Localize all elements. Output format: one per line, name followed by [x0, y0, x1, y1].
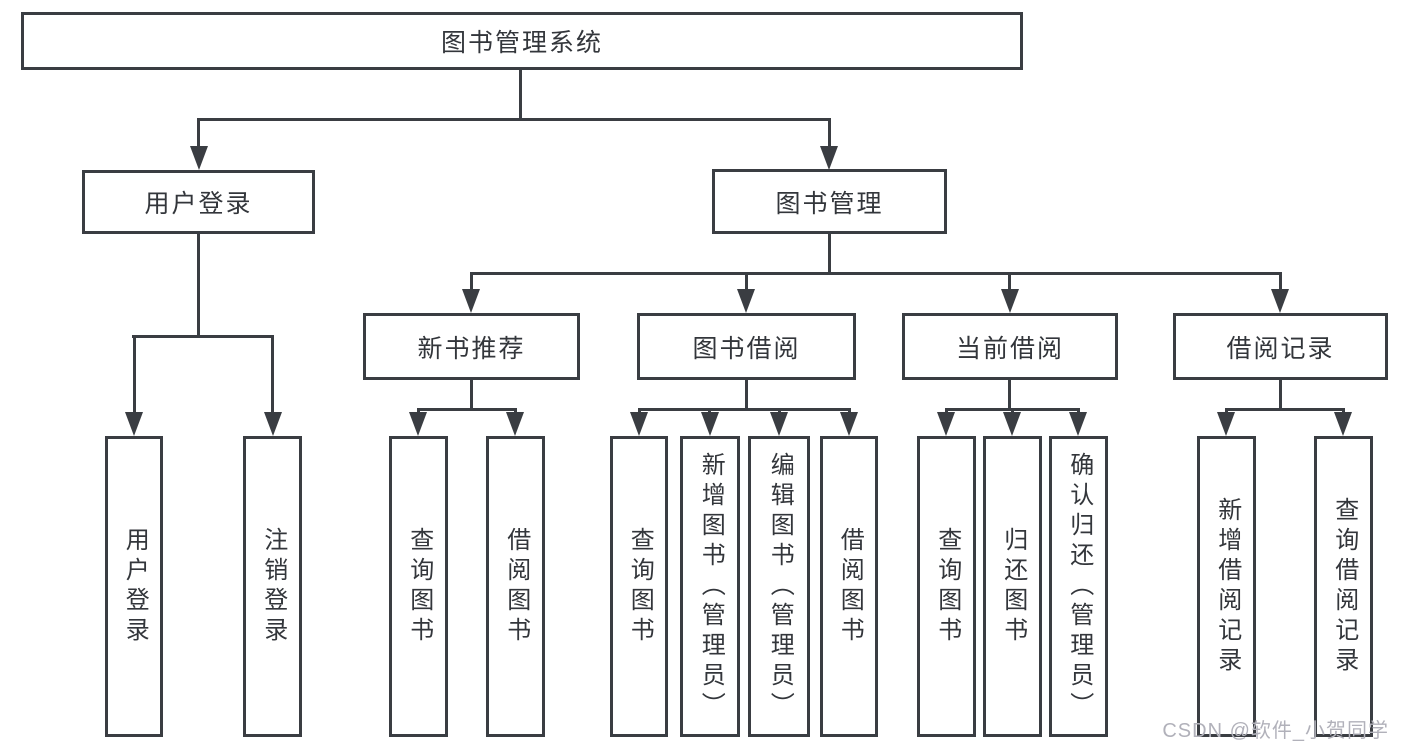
leaf-newbook-query-label: 查询图书 [405, 526, 433, 647]
arrowhead-down-icon [506, 412, 524, 436]
connector-group-horizontal [417, 408, 517, 411]
leaf-current-query: 查询图书 [917, 436, 976, 737]
connector-drop [1279, 272, 1282, 292]
leaf-logout: 注销登录 [243, 436, 302, 737]
connector-group-stem [1008, 380, 1011, 411]
leaf-query-borrow-record-label: 查询借阅记录 [1330, 496, 1358, 677]
arrowhead-down-icon [1334, 412, 1352, 436]
node-root: 图书管理系统 [21, 12, 1023, 70]
leaf-edit-book-admin: 编辑图书（管理员） [748, 436, 810, 737]
connector-drop [271, 335, 274, 415]
arrowhead-down-icon [630, 412, 648, 436]
leaf-borrow-query: 查询图书 [610, 436, 668, 737]
leaf-confirm-return-admin-label: 确认归还（管理员） [1065, 451, 1093, 722]
arrowhead-down-icon [770, 412, 788, 436]
connector-drop [470, 272, 473, 292]
connector-user-login-stem [197, 234, 200, 338]
arrowhead-down-icon [125, 412, 143, 436]
leaf-newbook-query: 查询图书 [389, 436, 448, 737]
arrowhead-down-icon [190, 146, 208, 170]
node-book-borrow-label: 图书借阅 [692, 334, 801, 363]
watermark: CSDN @软件_小贺同学 [1162, 720, 1389, 742]
arrowhead-down-icon [840, 412, 858, 436]
node-user-login-label: 用户登录 [144, 190, 253, 218]
arrowhead-down-icon [462, 289, 480, 313]
arrowhead-down-icon [1003, 412, 1021, 436]
leaf-confirm-return-admin: 确认归还（管理员） [1049, 436, 1108, 737]
connector-drop [133, 335, 136, 415]
arrowhead-down-icon [1069, 412, 1087, 436]
leaf-borrow-book: 借阅图书 [820, 436, 878, 737]
leaf-user-login: 用户登录 [105, 436, 163, 737]
arrowhead-down-icon [409, 412, 427, 436]
leaf-user-login-label: 用户登录 [121, 526, 149, 647]
node-current-borrow: 当前借阅 [902, 313, 1118, 380]
connector-group-stem [745, 380, 748, 411]
connector-drop [745, 272, 748, 292]
node-root-label: 图书管理系统 [440, 29, 603, 57]
leaf-current-query-label: 查询图书 [933, 526, 961, 647]
connector-root-stem [519, 70, 522, 118]
leaf-return-book-label: 归还图书 [999, 526, 1027, 647]
arrowhead-down-icon [820, 146, 838, 170]
leaf-newbook-borrow-label: 借阅图书 [502, 526, 530, 647]
node-current-borrow-label: 当前借阅 [955, 334, 1064, 363]
node-book-management-label: 图书管理 [775, 189, 884, 218]
connector-user-login-horizontal [132, 335, 274, 338]
node-book-borrow: 图书借阅 [637, 313, 856, 380]
leaf-borrow-book-label: 借阅图书 [836, 526, 864, 647]
leaf-edit-book-admin-label: 编辑图书（管理员） [766, 451, 794, 722]
leaf-return-book: 归还图书 [983, 436, 1042, 737]
leaf-newbook-borrow: 借阅图书 [486, 436, 545, 737]
leaf-add-borrow-record: 新增借阅记录 [1197, 436, 1256, 737]
arrowhead-down-icon [701, 412, 719, 436]
connector-book-management-stem [828, 234, 831, 275]
connector-group-stem [1279, 380, 1282, 411]
node-user-login: 用户登录 [82, 170, 315, 234]
leaf-add-book-admin-label: 新增图书（管理员） [697, 451, 725, 722]
connector-group-horizontal [1225, 408, 1345, 411]
connector-user-login-drop [197, 118, 200, 150]
leaf-add-borrow-record-label: 新增借阅记录 [1213, 496, 1241, 677]
arrowhead-down-icon [264, 412, 282, 436]
connector-group-stem [470, 380, 473, 411]
leaf-add-book-admin: 新增图书（管理员） [680, 436, 740, 737]
node-book-management: 图书管理 [712, 169, 947, 234]
arrowhead-down-icon [737, 289, 755, 313]
node-new-book-recommend-label: 新书推荐 [417, 334, 526, 363]
arrowhead-down-icon [1217, 412, 1235, 436]
leaf-logout-label: 注销登录 [259, 526, 287, 647]
node-borrow-records: 借阅记录 [1173, 313, 1388, 380]
connector-drop [1008, 272, 1011, 292]
arrowhead-down-icon [1271, 289, 1289, 313]
node-borrow-records-label: 借阅记录 [1226, 334, 1335, 363]
connector-level2-horizontal [470, 272, 1282, 275]
connector-group-horizontal [638, 408, 851, 411]
leaf-borrow-query-label: 查询图书 [626, 526, 654, 647]
arrowhead-down-icon [937, 412, 955, 436]
connector-book-management-drop [828, 118, 831, 150]
connector-level1-horizontal [197, 118, 831, 121]
arrowhead-down-icon [1001, 289, 1019, 313]
node-new-book-recommend: 新书推荐 [363, 313, 580, 380]
leaf-query-borrow-record: 查询借阅记录 [1314, 436, 1373, 737]
